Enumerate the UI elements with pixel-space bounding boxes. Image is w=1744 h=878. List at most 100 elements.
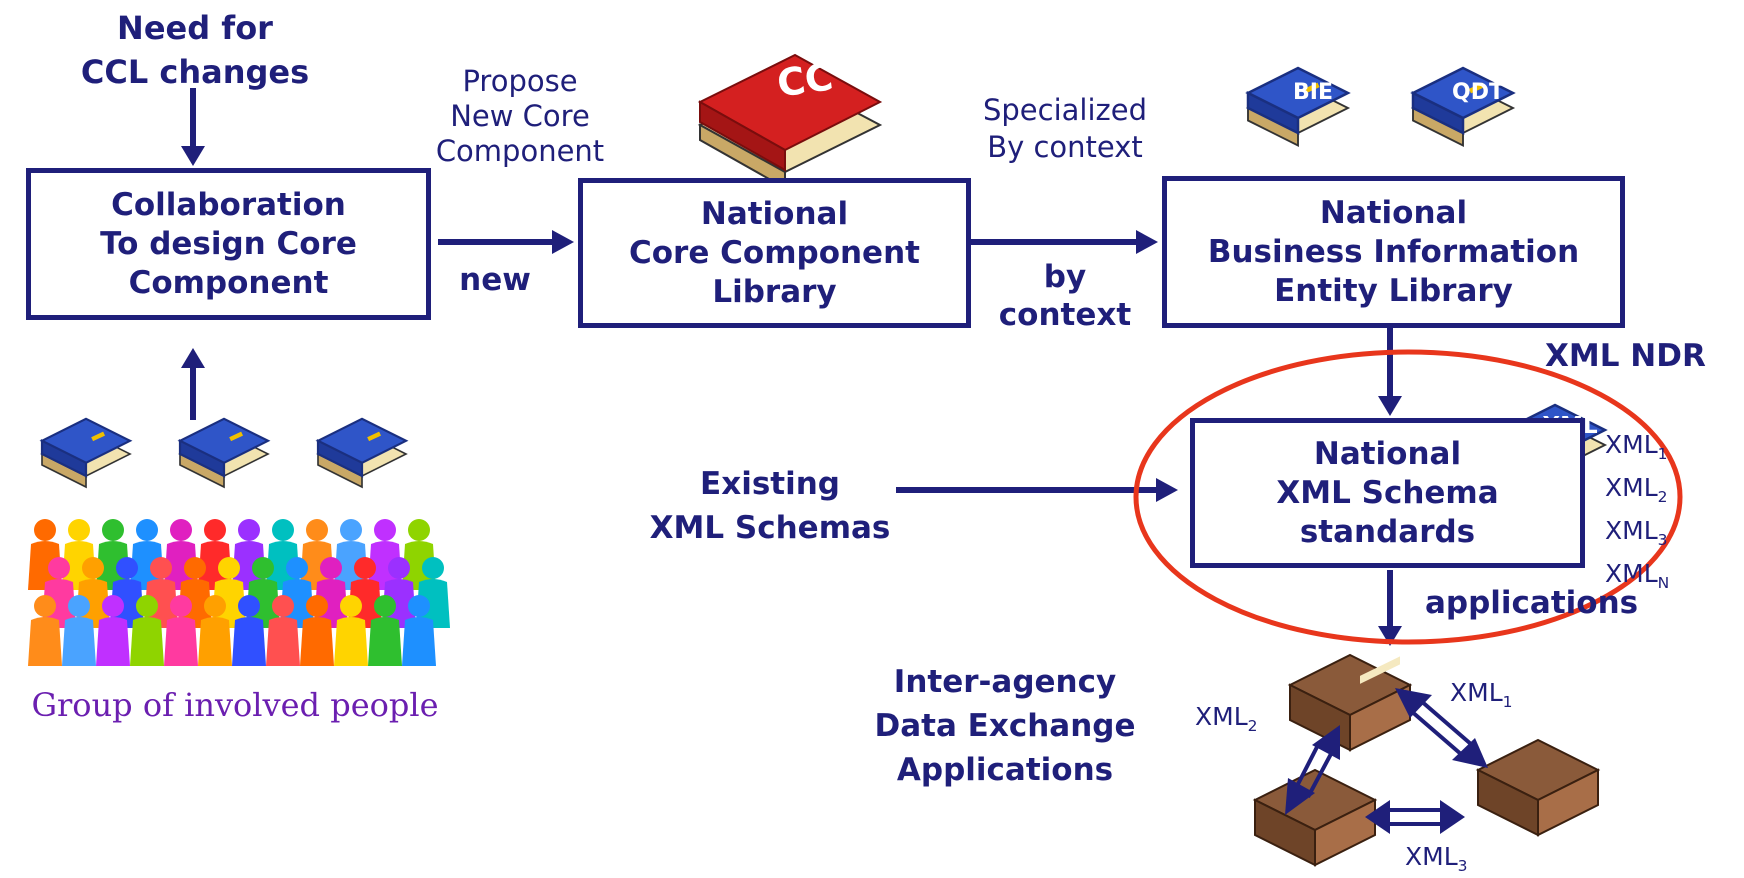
person-figure xyxy=(28,519,62,590)
person-figure xyxy=(130,519,164,590)
arrow-nbie-to-xml xyxy=(1378,327,1402,416)
person-figure xyxy=(232,595,266,666)
nbie-line1: National xyxy=(1319,194,1468,231)
highlight-ellipse xyxy=(1133,349,1683,645)
interagency-line3: Applications xyxy=(896,752,1114,788)
person-figure xyxy=(28,595,62,666)
person-figure xyxy=(266,519,300,590)
people-group-image xyxy=(28,519,450,666)
propose-label: Propose New Core Component xyxy=(420,64,620,169)
need-ccl-line1: Need for xyxy=(117,9,273,47)
person-figure xyxy=(232,519,266,590)
propose-line1: Propose xyxy=(462,64,578,98)
interagency-line1: Inter-agency xyxy=(893,664,1117,700)
person-figure xyxy=(144,557,178,628)
arrow-people-to-collab xyxy=(181,348,205,420)
person-figure xyxy=(130,595,164,666)
building-icon-top xyxy=(1287,653,1413,752)
people-caption: Group of involved people xyxy=(31,686,439,724)
person-figure xyxy=(246,557,280,628)
person-figure xyxy=(62,595,96,666)
person-figure xyxy=(314,557,348,628)
ncc-line2: Core Component xyxy=(629,234,920,271)
existing-line2: XML Schemas xyxy=(649,510,891,546)
person-figure xyxy=(280,557,314,628)
xml-list-item: XML3 xyxy=(1605,516,1668,549)
book-icon-1 xyxy=(40,417,132,489)
arrow-ncc-to-nbie xyxy=(970,230,1158,254)
person-figure xyxy=(266,595,300,666)
by-context-label: by context xyxy=(985,258,1145,334)
qdt-book-label: QDT xyxy=(1452,80,1504,105)
by-context-line1: by xyxy=(1043,259,1087,295)
exchange-label-xml3: XML3 xyxy=(1405,842,1468,875)
exchange-label-xml2: XML2 xyxy=(1195,702,1258,735)
specialized-line1: Specialized xyxy=(982,93,1148,127)
person-figure xyxy=(62,519,96,590)
building-icon-right xyxy=(1475,738,1601,837)
person-figure xyxy=(368,519,402,590)
ncc-line1: National xyxy=(700,195,849,232)
bie-book-label: BIE xyxy=(1293,80,1333,105)
nbie-line2: Business Information xyxy=(1207,233,1580,270)
person-figure xyxy=(164,595,198,666)
person-figure xyxy=(164,519,198,590)
person-figure xyxy=(334,519,368,590)
cc-book-icon xyxy=(697,53,883,190)
person-figure xyxy=(178,557,212,628)
ncc-line3: Library xyxy=(712,273,837,310)
arrow-xml-to-apps xyxy=(1378,570,1402,646)
person-figure xyxy=(198,519,232,590)
collab-line3: Component xyxy=(128,264,329,301)
arrow-existing-to-xml xyxy=(896,478,1178,502)
specialized-label: Specialized By context xyxy=(965,92,1165,166)
exchange-label-xml1: XML1 xyxy=(1450,678,1513,711)
collab-line2: To design Core xyxy=(100,225,357,262)
person-figure xyxy=(348,557,382,628)
collaboration-box: Collaboration To design Core Component xyxy=(26,168,431,320)
person-figure xyxy=(402,595,436,666)
specialized-line2: By context xyxy=(987,130,1143,164)
person-figure xyxy=(42,557,76,628)
applications-label: applications xyxy=(1425,585,1639,621)
nbie-line3: Entity Library xyxy=(1274,272,1513,309)
existing-line1: Existing xyxy=(700,466,840,502)
interagency-line2: Data Exchange xyxy=(874,708,1136,744)
person-figure xyxy=(212,557,246,628)
book-icon-3 xyxy=(316,417,408,489)
national-xml-schema-box: National XML Schema standards xyxy=(1190,418,1585,568)
double-arrow-xml3 xyxy=(1365,800,1465,834)
person-figure xyxy=(300,595,334,666)
xml-box-line2: XML Schema xyxy=(1276,474,1499,511)
propose-line2: New Core xyxy=(450,99,590,133)
need-ccl-line2: CCL changes xyxy=(80,53,310,91)
national-core-component-library-box: National Core Component Library xyxy=(578,178,971,328)
xml-list-item: XML2 xyxy=(1605,473,1668,506)
need-ccl-label: Need for CCL changes xyxy=(60,6,330,94)
person-figure xyxy=(76,557,110,628)
person-figure xyxy=(198,595,232,666)
interagency-label: Inter-agency Data Exchange Applications xyxy=(855,660,1155,792)
person-figure xyxy=(300,519,334,590)
double-arrow-xml1 xyxy=(1395,688,1488,768)
xml-list-item: XMLN xyxy=(1605,559,1670,592)
xml-ndr-label: XML NDR xyxy=(1545,338,1706,374)
existing-schemas-label: Existing XML Schemas xyxy=(630,462,910,550)
arrow-need-to-collab xyxy=(181,88,205,166)
person-figure xyxy=(368,595,402,666)
person-figure xyxy=(402,519,436,590)
xml-schema-list: XML1 XML2 XML3 XMLN xyxy=(1605,428,1695,600)
person-figure xyxy=(382,557,416,628)
collab-line1: Collaboration xyxy=(111,186,346,223)
propose-line3: Component xyxy=(435,134,605,168)
by-context-line2: context xyxy=(998,297,1132,333)
person-figure xyxy=(96,595,130,666)
arrow-collab-to-ncc xyxy=(438,230,574,254)
xml-list-item: XML1 xyxy=(1605,430,1668,463)
book-icon-2 xyxy=(178,417,270,489)
national-bie-library-box: National Business Information Entity Lib… xyxy=(1162,176,1625,328)
person-figure xyxy=(96,519,130,590)
xml-box-line1: National xyxy=(1313,435,1462,472)
person-figure xyxy=(334,595,368,666)
